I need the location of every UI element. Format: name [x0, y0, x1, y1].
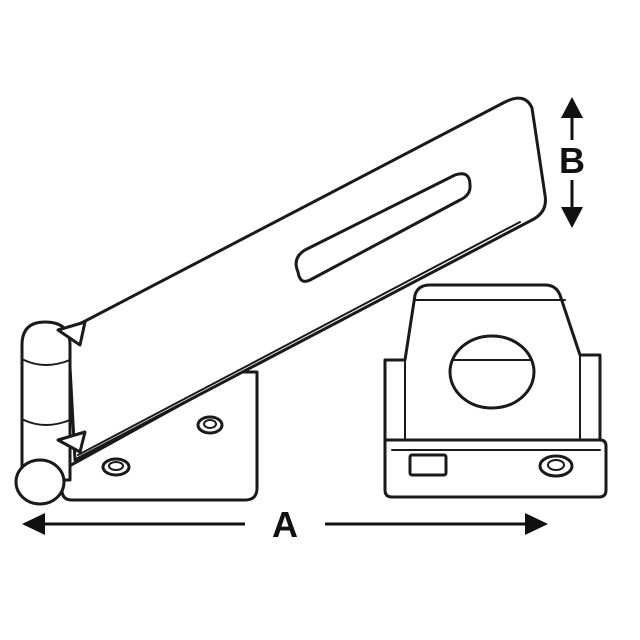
- dimension-a: A: [22, 504, 548, 545]
- dimension-a-label: A: [272, 504, 298, 545]
- dimension-b-label: B: [559, 140, 585, 181]
- hasp-base-plate: [60, 370, 259, 502]
- hasp-slot: [294, 172, 472, 283]
- hinge-knuckle: [14, 320, 87, 506]
- screw-hole: [101, 457, 131, 477]
- arrow-right-icon: [525, 513, 548, 535]
- dimension-b: B: [559, 97, 585, 228]
- hasp-strap: [66, 96, 547, 462]
- arrow-up-icon: [561, 97, 583, 118]
- screw-hole: [538, 454, 574, 478]
- screw-hole: [196, 415, 224, 435]
- arrow-left-icon: [22, 513, 45, 535]
- staple: [383, 283, 608, 499]
- staple-slot: [408, 453, 448, 477]
- staple-eye: [448, 334, 536, 410]
- arrow-down-icon: [561, 207, 583, 228]
